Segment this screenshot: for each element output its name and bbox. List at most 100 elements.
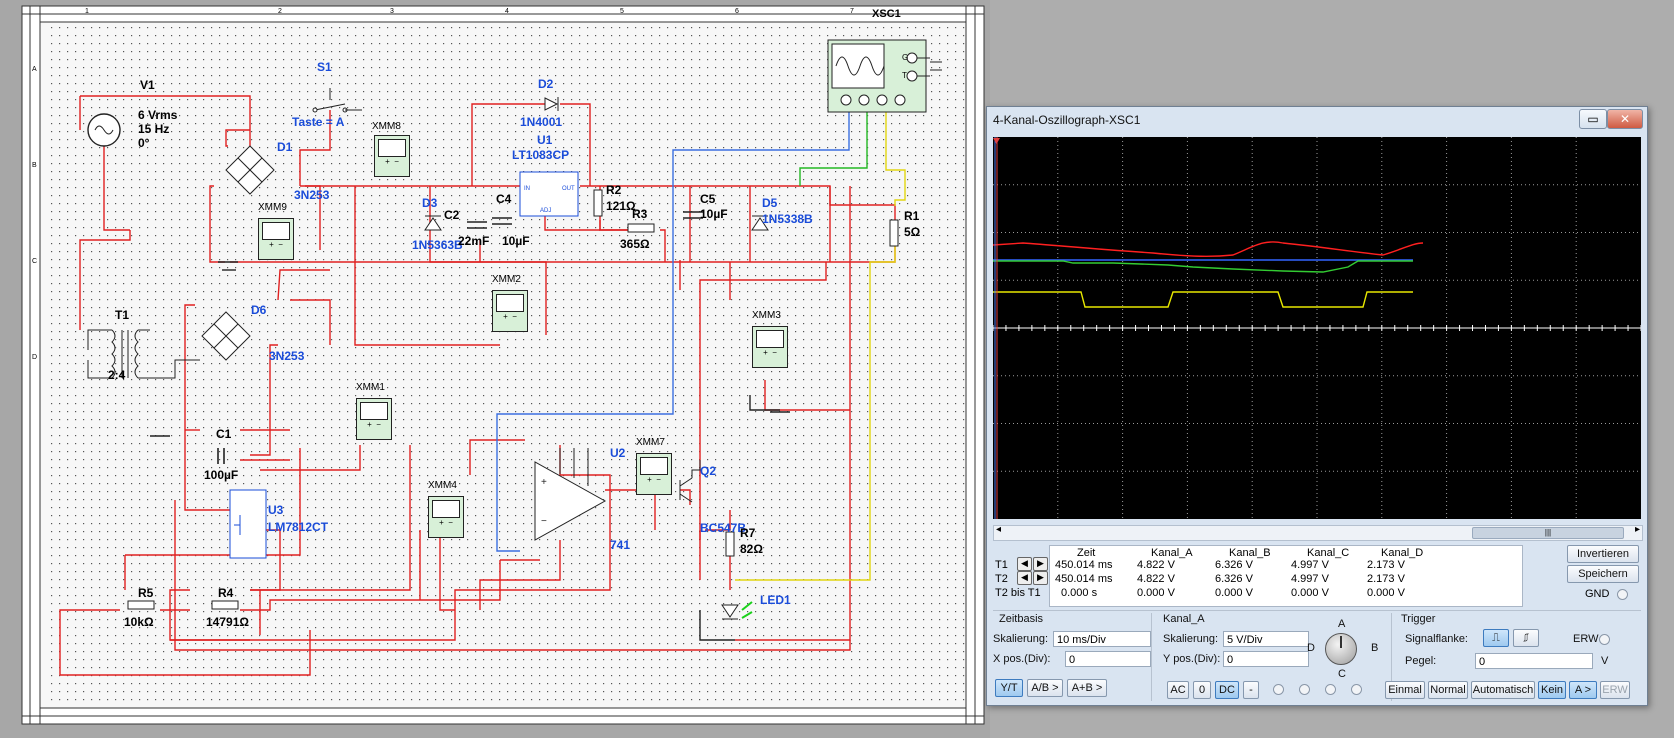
d5-label[interactable]: D5 [762, 196, 778, 210]
meter-xmm9[interactable]: + − [258, 218, 294, 260]
meter-xmm4[interactable]: + − [428, 496, 464, 538]
gnd-radio[interactable] [1617, 589, 1628, 600]
trigger-mode-none[interactable]: Kein [1538, 681, 1566, 699]
cursor2-right-button[interactable]: ▶ [1033, 571, 1048, 585]
channel-radio[interactable] [1325, 684, 1336, 695]
trigger-ext-button[interactable]: ERW [1600, 681, 1630, 699]
u1-label[interactable]: U1 [537, 133, 553, 147]
cursor-readout: Zeit Kanal_A Kanal_B Kanal_C Kanal_D T1 … [993, 543, 1641, 607]
r4-label[interactable]: R4 [218, 586, 234, 600]
channel-radio[interactable] [1299, 684, 1310, 695]
r5-label[interactable]: R5 [138, 586, 154, 600]
schematic-drawing: IN OUT ADJ + − [21, 5, 985, 725]
ruler-number: 6 [735, 8, 739, 15]
meter-xmm7[interactable]: + − [636, 453, 672, 495]
dc-coupling-button[interactable]: DC [1215, 681, 1239, 699]
save-button[interactable]: Speichern [1567, 565, 1639, 583]
readout-value: 0.000 V [1137, 587, 1175, 599]
u3-label[interactable]: U3 [268, 503, 284, 517]
ypos-label: Y pos.(Div): [1163, 653, 1221, 665]
meter-xmm1[interactable]: + − [356, 398, 392, 440]
v1-value: 6 Vrms [138, 108, 178, 122]
schematic-canvas[interactable]: IN OUT ADJ + − [0, 0, 990, 738]
meter-label: XMM1 [356, 382, 385, 393]
row-label: T2 [995, 573, 1008, 585]
meter-xmm3[interactable]: + − [752, 326, 788, 368]
minus-coupling-button[interactable]: - [1243, 681, 1259, 699]
cursor1-left-button[interactable]: ◀ [1017, 557, 1032, 571]
v1-label[interactable]: V1 [140, 78, 155, 92]
r3-label[interactable]: R3 [632, 207, 648, 221]
readout-header: Zeit [1077, 547, 1096, 559]
meter-xmm2[interactable]: + − [492, 290, 528, 332]
r7-label[interactable]: R7 [740, 526, 756, 540]
cursor1-right-button[interactable]: ▶ [1033, 557, 1048, 571]
v1-value: 15 Hz [138, 122, 170, 136]
osc-terminal-g: G [902, 53, 909, 62]
u2-label[interactable]: U2 [610, 446, 626, 460]
timebase-scale-field[interactable]: 10 ms/Div [1053, 631, 1151, 647]
channel-radio[interactable] [1351, 684, 1362, 695]
aplusb-button[interactable]: A+B > [1067, 679, 1107, 697]
xpos-field[interactable]: 0 [1065, 651, 1151, 667]
r4-value: 14791Ω [206, 615, 249, 629]
level-field[interactable]: 0 [1475, 653, 1593, 669]
d1-label[interactable]: D1 [277, 140, 293, 154]
ruler-number: 5 [620, 8, 624, 15]
s1-label[interactable]: S1 [317, 60, 332, 74]
knob-label-a: A [1338, 618, 1346, 630]
ab-button[interactable]: A/B > [1027, 679, 1063, 697]
ruler-letter: B [32, 162, 37, 169]
d6-label[interactable]: D6 [251, 303, 267, 317]
meter-xmm8[interactable]: + − [374, 135, 410, 177]
c4-label[interactable]: C4 [496, 192, 512, 206]
readout-value: 4.997 V [1291, 573, 1329, 585]
invert-button[interactable]: Invertieren [1567, 545, 1639, 563]
oscilloscope-window[interactable]: 4-Kanal-Oszillograph-XSC1 ▭ ✕ ◂ ||| ▸ Ze… [986, 106, 1648, 706]
readout-value: 0.000 V [1215, 587, 1253, 599]
ruler-number: 4 [505, 8, 509, 15]
rising-edge-icon[interactable]: ⎍ [1483, 629, 1509, 647]
trigger-mode-single[interactable]: Einmal [1385, 681, 1425, 699]
readout-header: Kanal_A [1151, 547, 1193, 559]
trigger-mode-normal[interactable]: Normal [1428, 681, 1468, 699]
r5-value: 10kΩ [124, 615, 154, 629]
d2-label[interactable]: D2 [538, 77, 554, 91]
trigger-mode-auto[interactable]: Automatisch [1471, 681, 1535, 699]
ypos-field[interactable]: 0 [1223, 651, 1309, 667]
c5-value: 10µF [700, 207, 728, 221]
ac-coupling-button[interactable]: AC [1167, 681, 1189, 699]
zero-coupling-button[interactable]: 0 [1193, 681, 1211, 699]
led1-label[interactable]: LED1 [760, 593, 791, 607]
oscilloscope-screen[interactable] [992, 137, 1642, 519]
falling-edge-icon[interactable]: ⎎ [1513, 629, 1539, 647]
trigger-source-a[interactable]: A > [1569, 681, 1597, 699]
ext-radio[interactable] [1599, 634, 1610, 645]
c1-label[interactable]: C1 [216, 427, 232, 441]
yt-button[interactable]: Y/T [995, 679, 1023, 697]
q2-part: BC547B [700, 521, 747, 535]
c5-label[interactable]: C5 [700, 192, 716, 206]
d1-part: 3N253 [294, 188, 330, 202]
meter-label: XMM8 [372, 121, 401, 132]
readout-value: 6.326 V [1215, 573, 1253, 585]
r1-label[interactable]: R1 [904, 209, 920, 223]
readout-value: 2.173 V [1367, 573, 1405, 585]
meter-label: XMM2 [492, 274, 521, 285]
meter-label: XMM9 [258, 202, 287, 213]
cursor2-left-button[interactable]: ◀ [1017, 571, 1032, 585]
q2-label[interactable]: Q2 [700, 464, 717, 478]
timebase-panel: Zeitbasis Skalierung: 10 ms/Div X pos.(D… [993, 613, 1163, 701]
readout-value: 4.822 V [1137, 573, 1175, 585]
d3-label[interactable]: D3 [422, 196, 438, 210]
horizontal-scrollbar[interactable]: ◂ ||| ▸ [993, 524, 1643, 541]
t1-label[interactable]: T1 [115, 308, 130, 322]
trace-channel-b [993, 260, 1413, 273]
c2-label[interactable]: C2 [444, 208, 460, 222]
channel-radio[interactable] [1273, 684, 1284, 695]
r2-label[interactable]: R2 [606, 183, 622, 197]
close-icon[interactable]: ✕ [1607, 109, 1643, 129]
minimize-button[interactable]: ▭ [1579, 109, 1607, 129]
channel-selector-knob[interactable] [1325, 633, 1357, 665]
channel-scale-field[interactable]: 5 V/Div [1223, 631, 1309, 647]
